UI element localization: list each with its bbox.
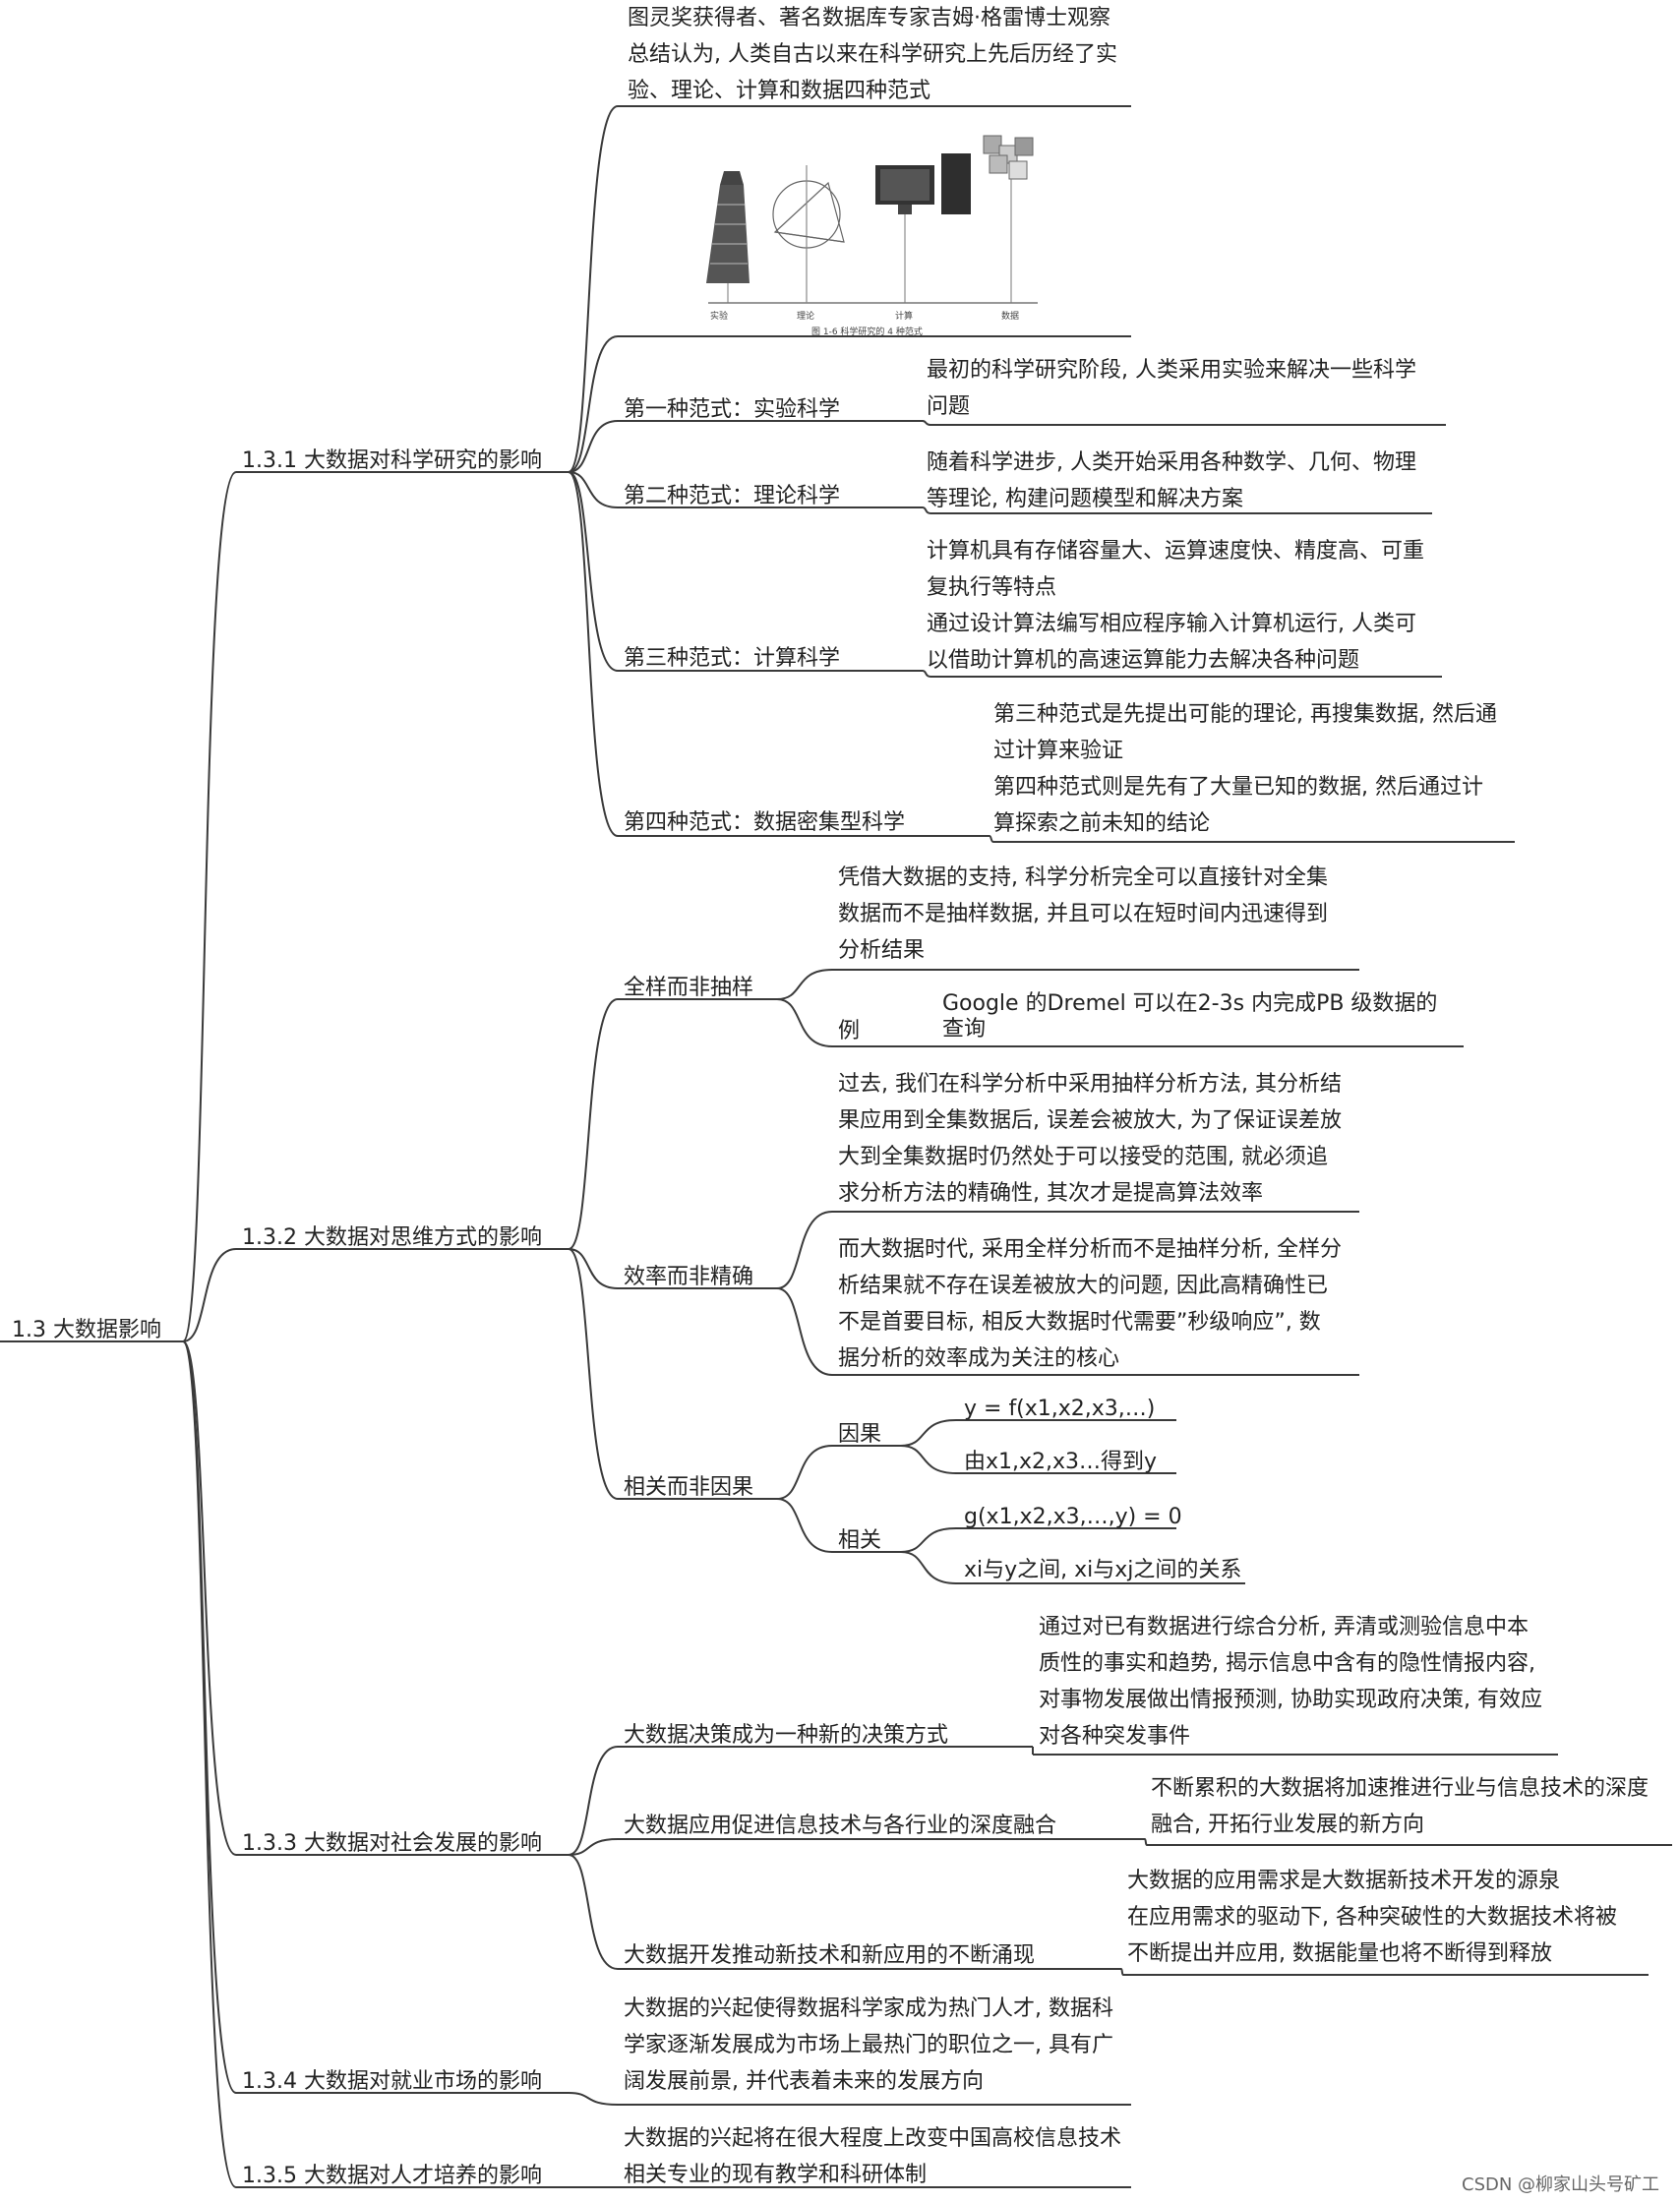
node-fusion-detail: 不断累积的大数据将加速推进行业与信息技术的深度 融合, 开拓行业发展的新方向 <box>1151 1776 1650 1837</box>
node-135-detail: 大数据的兴起将在很大程度上改变中国高校信息技术 相关专业的现有教学和科研体制 <box>624 2126 1122 2187</box>
leaning-tower-icon <box>706 171 750 303</box>
node-p4-label: 第四种范式：数据密集型科学 <box>624 810 906 835</box>
node-p2-detail: 随着科学进步, 人类开始采用各种数学、几何、物理 等理论, 构建问题模型和解决方… <box>927 450 1416 511</box>
connector-curve <box>182 1248 237 1342</box>
connector-curve <box>922 670 931 678</box>
node-131-label: 1.3.1 大数据对科学研究的影响 <box>242 448 542 473</box>
connector-curve <box>182 1340 237 2188</box>
connector-curve <box>568 1248 619 1500</box>
node-full-detail: 凭借大数据的支持, 科学分析完全可以直接针对全集 数据而不是抽样数据, 并且可以… <box>838 865 1328 963</box>
connector-curve <box>776 969 833 1000</box>
figure-label-exp: 实验 <box>710 310 728 322</box>
node-relate-label: 相关 <box>838 1528 882 1553</box>
connector-curve <box>568 1746 619 1856</box>
connector-curve <box>1144 1838 1148 1846</box>
connector-curve <box>182 1340 237 2094</box>
computer-icon <box>875 153 971 303</box>
node-tech-detail: 大数据的应用需求是大数据新技术开发的源泉 在应用需求的驱动下, 各种突破性的大数… <box>1127 1869 1617 1966</box>
node-example-detail: Google 的Dremel 可以在2-3s 内完成PB 级数据的 查询 <box>942 991 1438 1042</box>
connector-curve <box>568 998 619 1250</box>
node-tech-label: 大数据开发推动新技术和新应用的不断涌现 <box>624 1943 1036 1968</box>
connector-curve <box>182 1340 237 1856</box>
connector-curve <box>568 1854 619 1970</box>
node-example-label: 例 <box>838 1019 861 1043</box>
connector-curve <box>568 420 619 473</box>
connector-curve <box>776 1211 833 1289</box>
connector-curve <box>568 335 619 473</box>
connector-curve <box>922 420 931 426</box>
node-cause-label: 因果 <box>838 1422 882 1447</box>
figure-caption: 图 1-6 科学研究的 4 种范式 <box>811 326 923 337</box>
node-p3-detail: 计算机具有存储容量大、运算速度快、精度高、可重 复执行等特点 通过设计算法编写相… <box>927 539 1425 673</box>
root-node: 1.3 大数据影响 <box>12 1318 161 1342</box>
node-p3-label: 第三种范式：计算科学 <box>624 646 841 671</box>
node-eff-label: 效率而非精确 <box>624 1265 754 1289</box>
node-fusion-label: 大数据应用促进信息技术与各行业的深度融合 <box>624 1814 1057 1838</box>
node-p2-label: 第二种范式：理论科学 <box>624 484 841 508</box>
figure-label-compute: 计算 <box>895 310 913 322</box>
connector-curve <box>182 471 237 1342</box>
connector-curve <box>900 1551 957 1584</box>
node-corr-label: 相关而非因果 <box>624 1475 754 1500</box>
connector-curve <box>776 1287 833 1376</box>
connector-curve <box>776 998 833 1047</box>
watermark: CSDN @柳家山头号矿工 <box>1462 2174 1660 2195</box>
node-132-label: 1.3.2 大数据对思维方式的影响 <box>242 1225 542 1250</box>
connector-curve <box>776 1498 833 1553</box>
node-cause-item-1: y = f(x1,x2,x3,…) <box>964 1397 1156 1421</box>
node-p1-label: 第一种范式：实验科学 <box>624 397 841 422</box>
node-131-intro: 图灵奖获得者、著名数据库专家吉姆·格雷博士观察 总结认为, 人类自古以来在科学研… <box>628 6 1117 103</box>
node-135-label: 1.3.5 大数据对人才培养的影响 <box>242 2164 542 2188</box>
connector-curve <box>900 1419 957 1447</box>
connector-curve <box>568 1248 619 1289</box>
connector-curve <box>776 1445 833 1500</box>
node-decision-detail: 通过对已有数据进行综合分析, 弄清或测验信息中本 质性的事实和趋势, 揭示信息中… <box>1039 1615 1542 1749</box>
node-eff-detail2: 而大数据时代, 采用全样分析而不是抽样分析, 全样分 析结果就不存在误差被放大的… <box>838 1237 1342 1371</box>
paradigms-figure: 实验 理论 计算 数据 图 1-6 科学研究的 4 种范式 <box>706 135 1038 337</box>
connector-curve <box>568 471 619 837</box>
node-134-detail: 大数据的兴起使得数据科学家成为热门人才, 数据科 学家逐渐发展成为市场上最热门的… <box>624 1996 1113 2094</box>
node-cause-item-2: 由x1,x2,x3…得到y <box>964 1450 1158 1474</box>
connector-curve <box>568 471 619 508</box>
connector-curve <box>568 105 619 473</box>
node-full-label: 全样而非抽样 <box>624 976 754 1000</box>
connector-curve <box>568 1838 619 1856</box>
connector-curve <box>900 1445 957 1474</box>
node-relate-item-2: xi与y之间, xi与xj之间的关系 <box>964 1558 1242 1582</box>
node-134-label: 1.3.4 大数据对就业市场的影响 <box>242 2069 542 2094</box>
figure-label-theory: 理论 <box>797 310 814 322</box>
connector-curve <box>900 1527 957 1553</box>
node-p1-detail: 最初的科学研究阶段, 人类采用实验来解决一些科学 问题 <box>927 358 1416 419</box>
geometry-icon <box>772 165 845 303</box>
node-decision-label: 大数据决策成为一种新的决策方式 <box>624 1723 949 1748</box>
node-eff-detail1: 过去, 我们在科学分析中采用抽样分析方法, 其分析结 果应用到全集数据后, 误差… <box>838 1072 1342 1206</box>
node-relate-item-1: g(x1,x2,x3,…,y) = 0 <box>964 1505 1182 1529</box>
node-133-label: 1.3.3 大数据对社会发展的影响 <box>242 1831 542 1856</box>
connector-curve <box>1120 1968 1124 1976</box>
connector-curve <box>922 506 931 514</box>
connector-curve <box>989 835 994 843</box>
node-p4-detail: 第三种范式是先提出可能的理论, 再搜集数据, 然后通 过计算来验证 第四种范式则… <box>993 702 1497 836</box>
connector-curve <box>568 2092 619 2106</box>
data-cubes-icon <box>983 135 1034 303</box>
connector-curve <box>568 471 619 672</box>
figure-label-data: 数据 <box>1001 310 1019 322</box>
